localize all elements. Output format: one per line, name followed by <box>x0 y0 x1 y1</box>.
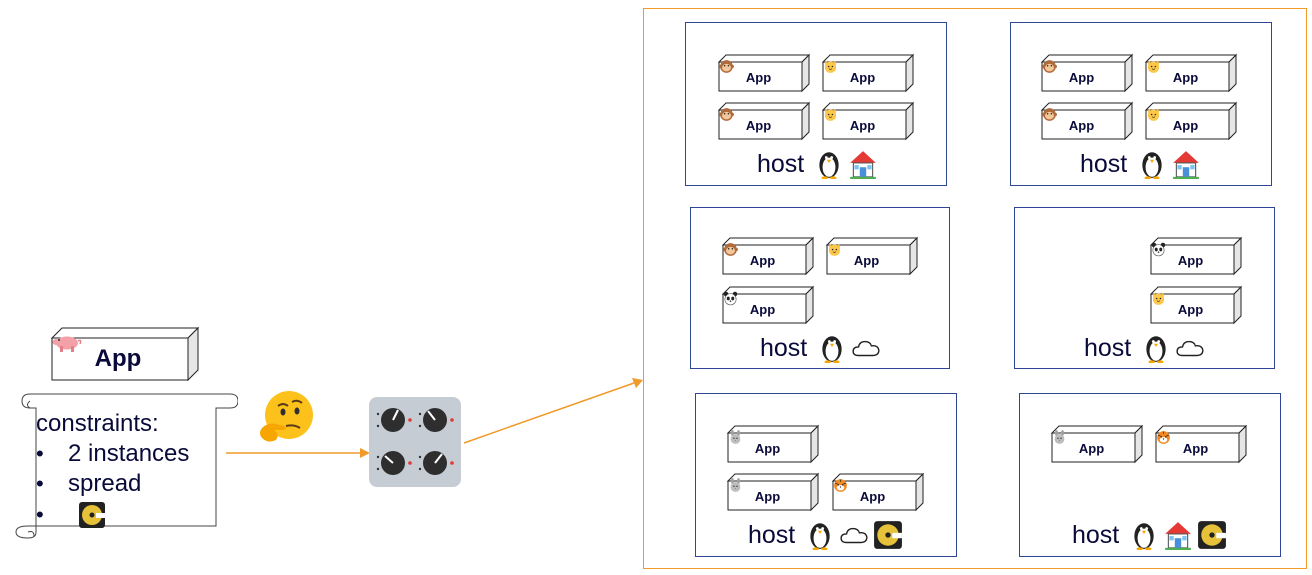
host-label: host <box>1080 145 1201 183</box>
app-instance-label: App <box>1182 440 1209 456</box>
app-instance: App <box>721 236 815 276</box>
control-knobs-icon <box>368 396 462 488</box>
app-instance-label: App <box>859 488 886 504</box>
app-instance-label: App <box>749 301 776 317</box>
penguin-icon <box>805 520 835 550</box>
app-instance: App <box>1144 101 1238 141</box>
cloud-icon <box>851 333 881 363</box>
app-instance: App <box>717 101 811 141</box>
app-instance-label: App <box>745 69 772 85</box>
disk-icon <box>873 520 903 550</box>
app-instance-label: App <box>754 440 781 456</box>
house-icon <box>1163 520 1193 550</box>
app-instance: App <box>1154 424 1248 464</box>
app-instance: App <box>1040 53 1134 93</box>
app-instance: App <box>717 53 811 93</box>
constraint-item: • 2 instances <box>36 440 190 467</box>
penguin-icon <box>814 149 844 179</box>
host-label: host <box>760 329 881 367</box>
host-name: host <box>757 149 805 178</box>
penguin-icon <box>817 333 847 363</box>
app-instance: App <box>726 424 820 464</box>
app-instance-label: App <box>1172 69 1199 85</box>
constraint-spread: spread <box>68 470 142 497</box>
app-instance: App <box>1149 236 1243 276</box>
host-label: host <box>1084 329 1205 367</box>
constraints-scroll: constraints: • 2 instances • spread • <box>8 390 238 540</box>
host-label: host <box>757 145 878 183</box>
house-icon <box>848 149 878 179</box>
app-instance: App <box>1144 53 1238 93</box>
house-icon <box>1171 149 1201 179</box>
app-instance-label: App <box>1177 301 1204 317</box>
app-instance-label: App <box>1078 440 1105 456</box>
app-instance-label: App <box>1068 69 1095 85</box>
host-name: host <box>1072 520 1120 549</box>
app-instance: App <box>726 472 820 512</box>
app-instance-label: App <box>853 252 880 268</box>
app-card-label: App <box>94 345 142 372</box>
host-name: host <box>760 333 808 362</box>
app-instance: App <box>831 472 925 512</box>
host-label: host <box>748 516 903 554</box>
app-card: App <box>50 326 200 382</box>
arrow-to-cluster <box>463 378 643 444</box>
disk-icon <box>1197 520 1227 550</box>
thinking-face-icon <box>256 388 316 444</box>
cloud-icon <box>1175 333 1205 363</box>
constraints-title: constraints: <box>36 410 159 437</box>
app-instance-label: App <box>1177 252 1204 268</box>
app-instance: App <box>825 236 919 276</box>
app-instance-label: App <box>754 488 781 504</box>
host-name: host <box>1084 333 1132 362</box>
app-instance-label: App <box>1068 117 1095 133</box>
host-label: host <box>1072 516 1227 554</box>
host-name: host <box>1080 149 1128 178</box>
app-instance: App <box>821 53 915 93</box>
constraint-instances: 2 instances <box>68 440 190 467</box>
host-name: host <box>748 520 796 549</box>
arrow-to-scheduler <box>226 448 370 458</box>
app-instance: App <box>1040 101 1134 141</box>
app-instance-label: App <box>849 117 876 133</box>
app-instance: App <box>1149 285 1243 325</box>
app-instance-label: App <box>745 117 772 133</box>
constraint-item: • spread <box>36 470 142 497</box>
app-instance: App <box>1050 424 1144 464</box>
penguin-icon <box>1129 520 1159 550</box>
cloud-icon <box>839 520 869 550</box>
app-instance-label: App <box>1172 117 1199 133</box>
app-instance: App <box>821 101 915 141</box>
penguin-icon <box>1137 149 1167 179</box>
constraint-item: • <box>36 500 106 530</box>
disk-icon <box>78 501 106 529</box>
penguin-icon <box>1141 333 1171 363</box>
app-instance-label: App <box>849 69 876 85</box>
cluster <box>643 8 1307 569</box>
app-instance-label: App <box>749 252 776 268</box>
app-instance: App <box>721 285 815 325</box>
